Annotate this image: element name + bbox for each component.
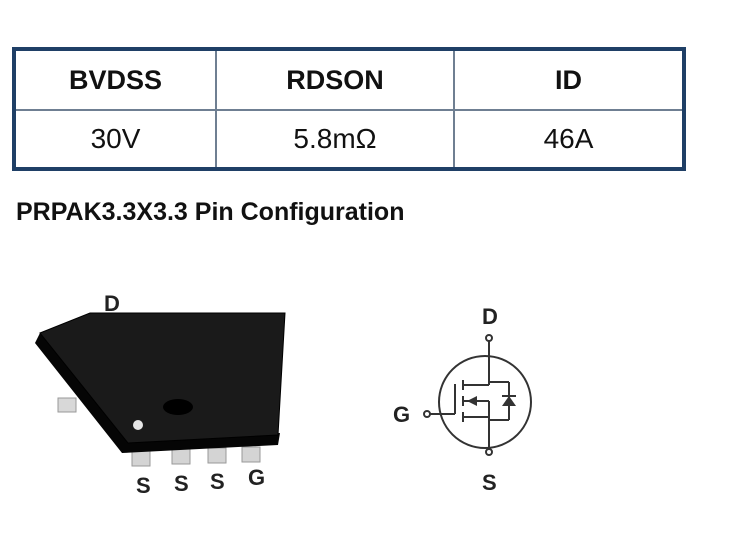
pin1-marker xyxy=(133,420,143,430)
spec-value-row: 30V 5.8mΩ 46A xyxy=(13,109,685,170)
channel-arrow xyxy=(467,396,477,406)
value-rdson: 5.8mΩ xyxy=(215,109,455,170)
spec-table: BVDSS RDSON ID 30V 5.8mΩ 46A xyxy=(12,47,686,171)
header-rdson: RDSON xyxy=(215,48,455,111)
bottom-pin-4 xyxy=(241,446,261,463)
package-body xyxy=(39,312,286,444)
symbol-label-g: G xyxy=(393,402,411,427)
mosfet-symbol: D G S xyxy=(385,300,555,500)
package-label-g: G xyxy=(248,465,266,490)
package-label-s2: S xyxy=(174,471,189,496)
header-bvdss: BVDSS xyxy=(13,48,217,111)
bottom-pin-1 xyxy=(131,450,151,467)
symbol-circle xyxy=(438,355,532,449)
value-id: 46A xyxy=(453,109,685,170)
section-title: PRPAK3.3X3.3 Pin Configuration xyxy=(16,198,405,226)
symbol-label-d: D xyxy=(482,304,498,329)
header-id: ID xyxy=(453,48,685,111)
bottom-pin-2 xyxy=(171,448,191,465)
package-dimple xyxy=(163,399,193,415)
package-label-s1: S xyxy=(136,473,151,498)
package-label-d: D xyxy=(104,291,120,316)
package-drawing xyxy=(35,312,286,467)
side-pin xyxy=(57,397,77,413)
mosfet-symbol-drawing xyxy=(423,334,532,456)
value-bvdss: 30V xyxy=(13,109,217,170)
bottom-pin-3 xyxy=(207,447,227,464)
diode-triangle xyxy=(502,396,516,406)
package-side xyxy=(35,333,280,453)
package-illustration: D S S S G xyxy=(20,285,320,510)
package-label-s3: S xyxy=(210,469,225,494)
spec-header-row: BVDSS RDSON ID xyxy=(13,48,685,111)
symbol-label-s: S xyxy=(482,470,497,495)
